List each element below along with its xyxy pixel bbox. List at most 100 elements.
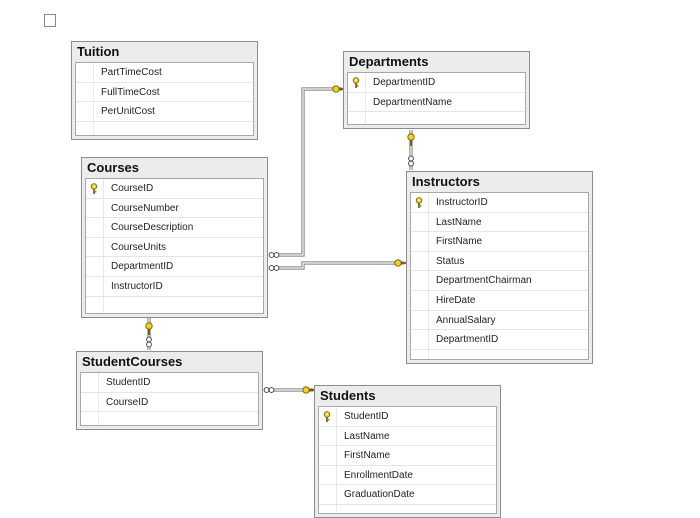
column-row[interactable]: LastName <box>411 212 588 233</box>
row-selector[interactable] <box>411 251 429 271</box>
row-selector[interactable] <box>319 504 337 513</box>
row-selector[interactable] <box>86 237 104 257</box>
column-row[interactable]: PartTimeCost <box>76 63 253 83</box>
row-selector[interactable] <box>411 193 429 212</box>
column-row[interactable]: HireDate <box>411 290 588 311</box>
infinity-icon <box>146 336 152 348</box>
selection-checkbox[interactable] <box>44 14 56 27</box>
row-selector[interactable] <box>86 179 104 198</box>
column-name: CourseID <box>111 183 154 194</box>
row-selector[interactable] <box>76 82 94 102</box>
empty-row[interactable] <box>411 349 588 359</box>
row-selector[interactable] <box>86 276 104 296</box>
row-selector[interactable] <box>319 426 337 446</box>
row-selector[interactable] <box>411 310 429 330</box>
row-selector[interactable] <box>76 63 94 82</box>
row-selector[interactable] <box>411 271 429 290</box>
column-row[interactable]: FirstName <box>411 232 588 252</box>
row-selector[interactable] <box>411 232 429 251</box>
column-row[interactable]: CourseDescription <box>86 218 263 238</box>
column-name: DepartmentID <box>436 334 499 346</box>
column-row[interactable]: EnrollmentDate <box>319 465 496 486</box>
row-selector[interactable] <box>86 198 104 218</box>
column-row[interactable]: DepartmentID <box>411 330 588 350</box>
column-row[interactable]: AnnualSalary <box>411 310 588 331</box>
row-selector[interactable] <box>76 102 94 121</box>
column-name: AnnualSalary <box>436 314 496 326</box>
table-title: Departments <box>349 54 429 69</box>
key-icon <box>394 259 407 267</box>
key-icon <box>407 133 415 146</box>
column-name: InstructorID <box>436 197 488 208</box>
column-name: DepartmentID <box>111 261 174 273</box>
row-selector[interactable] <box>411 290 429 310</box>
row-selector[interactable] <box>319 465 337 485</box>
column-row[interactable]: FullTimeCost <box>76 82 253 103</box>
infinity-icon <box>268 265 280 271</box>
column-name: PartTimeCost <box>101 67 162 78</box>
row-selector[interactable] <box>411 330 429 349</box>
column-name: EnrollmentDate <box>344 469 413 481</box>
column-row[interactable]: FirstName <box>319 446 496 466</box>
row-selector[interactable] <box>348 92 366 112</box>
table-title: Instructors <box>412 174 480 189</box>
column-row[interactable]: DepartmentID <box>348 73 525 93</box>
column-name: FirstName <box>436 236 483 248</box>
table-title: Tuition <box>77 44 120 59</box>
column-row[interactable]: StudentID <box>81 373 258 393</box>
column-row[interactable]: DepartmentID <box>86 257 263 277</box>
column-row[interactable]: InstructorID <box>86 276 263 297</box>
relationship-instructors-courses[interactable] <box>272 261 404 270</box>
column-row[interactable]: CourseID <box>81 392 258 413</box>
empty-row[interactable] <box>86 296 263 313</box>
column-row[interactable]: DepartmentChairman <box>411 271 588 291</box>
column-row[interactable]: LastName <box>319 426 496 447</box>
row-selector[interactable] <box>411 349 429 359</box>
column-name: HireDate <box>436 294 476 306</box>
column-row[interactable]: CourseUnits <box>86 237 263 258</box>
row-selector[interactable] <box>81 373 99 392</box>
row-selector[interactable] <box>86 296 104 313</box>
row-selector[interactable] <box>76 121 94 135</box>
key-icon <box>332 85 345 93</box>
primary-key-icon <box>90 183 98 194</box>
column-name: CourseUnits <box>111 241 167 253</box>
empty-row[interactable] <box>319 504 496 513</box>
row-selector[interactable] <box>348 73 366 92</box>
row-selector[interactable] <box>86 218 104 237</box>
column-name: FullTimeCost <box>101 86 160 98</box>
column-row[interactable]: Status <box>411 251 588 272</box>
column-name: GraduationDate <box>344 489 415 501</box>
column-row[interactable]: DepartmentName <box>348 92 525 113</box>
column-row[interactable]: StudentID <box>319 407 496 427</box>
column-row[interactable]: CourseID <box>86 179 263 199</box>
column-row[interactable]: CourseNumber <box>86 198 263 219</box>
row-selector[interactable] <box>86 257 104 276</box>
table-title: StudentCourses <box>82 354 183 369</box>
row-selector[interactable] <box>348 112 366 124</box>
column-row[interactable]: PerUnitCost <box>76 102 253 122</box>
row-selector[interactable] <box>411 212 429 232</box>
column-row[interactable]: GraduationDate <box>319 485 496 505</box>
column-name: CourseDescription <box>111 222 194 234</box>
empty-row[interactable] <box>81 412 258 425</box>
column-row[interactable]: InstructorID <box>411 193 588 213</box>
row-selector[interactable] <box>319 407 337 426</box>
relationship-departments-courses[interactable] <box>272 87 342 257</box>
row-selector[interactable] <box>81 392 99 412</box>
row-selector[interactable] <box>81 412 99 425</box>
row-selector[interactable] <box>319 446 337 465</box>
empty-row[interactable] <box>76 121 253 135</box>
empty-row[interactable] <box>348 112 525 124</box>
row-selector[interactable] <box>319 485 337 504</box>
table-title: Students <box>320 388 376 403</box>
